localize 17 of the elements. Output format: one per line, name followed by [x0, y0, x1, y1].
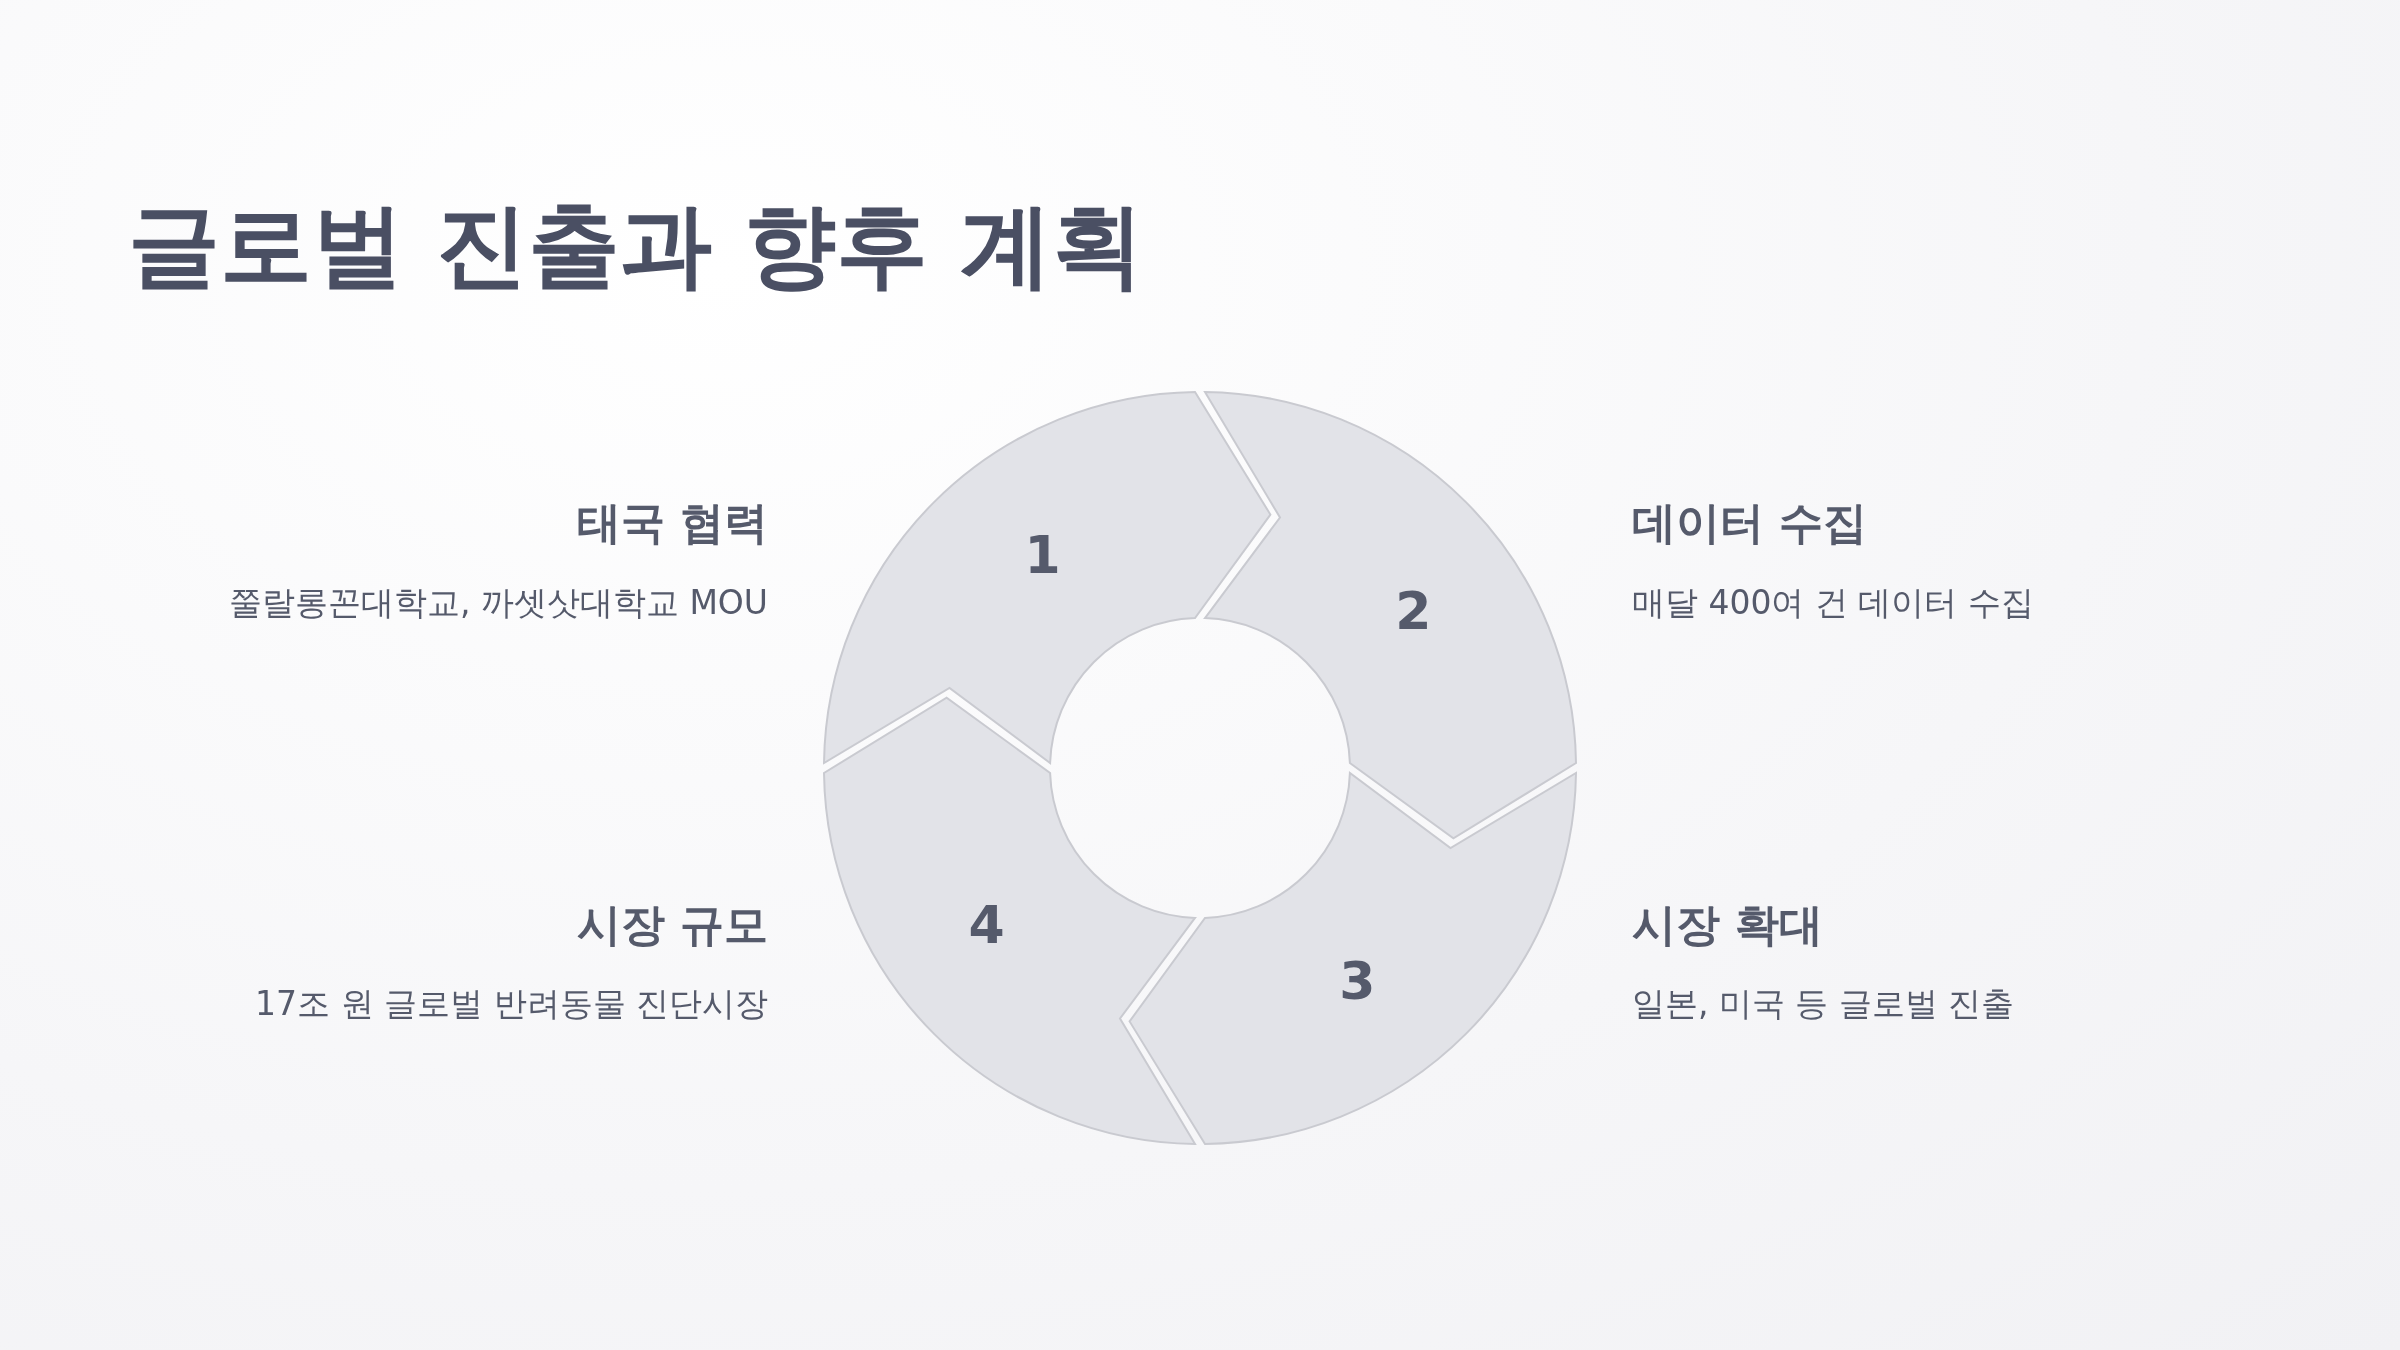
- step-number: 3: [1339, 951, 1376, 1012]
- item-description: 17조 원 글로벌 반려동물 진단시장: [255, 984, 768, 1024]
- item-heading: 데이터 수집: [1632, 496, 1868, 550]
- cycle-segment: [1128, 772, 1577, 1145]
- step-number: 2: [1395, 580, 1432, 641]
- item-heading: 시장 규모: [576, 898, 768, 952]
- step-number: 4: [968, 895, 1005, 956]
- cycle-segment: [823, 391, 1272, 764]
- item-heading: 태국 협력: [576, 496, 768, 550]
- item-description: 쭐랄롱꼰대학교, 까셋삿대학교 MOU: [228, 583, 768, 623]
- title: 글로벌 진출과 향후 계획: [128, 195, 1145, 297]
- item-description: 매달 400여 건 데이터 수집: [1632, 583, 2034, 623]
- item-heading: 시장 확대: [1632, 898, 1824, 952]
- step-number: 1: [1024, 524, 1061, 585]
- item-description: 일본, 미국 등 글로벌 진출: [1632, 984, 2015, 1024]
- cycle-segment: [823, 696, 1196, 1145]
- cycle-segment: [1204, 391, 1577, 840]
